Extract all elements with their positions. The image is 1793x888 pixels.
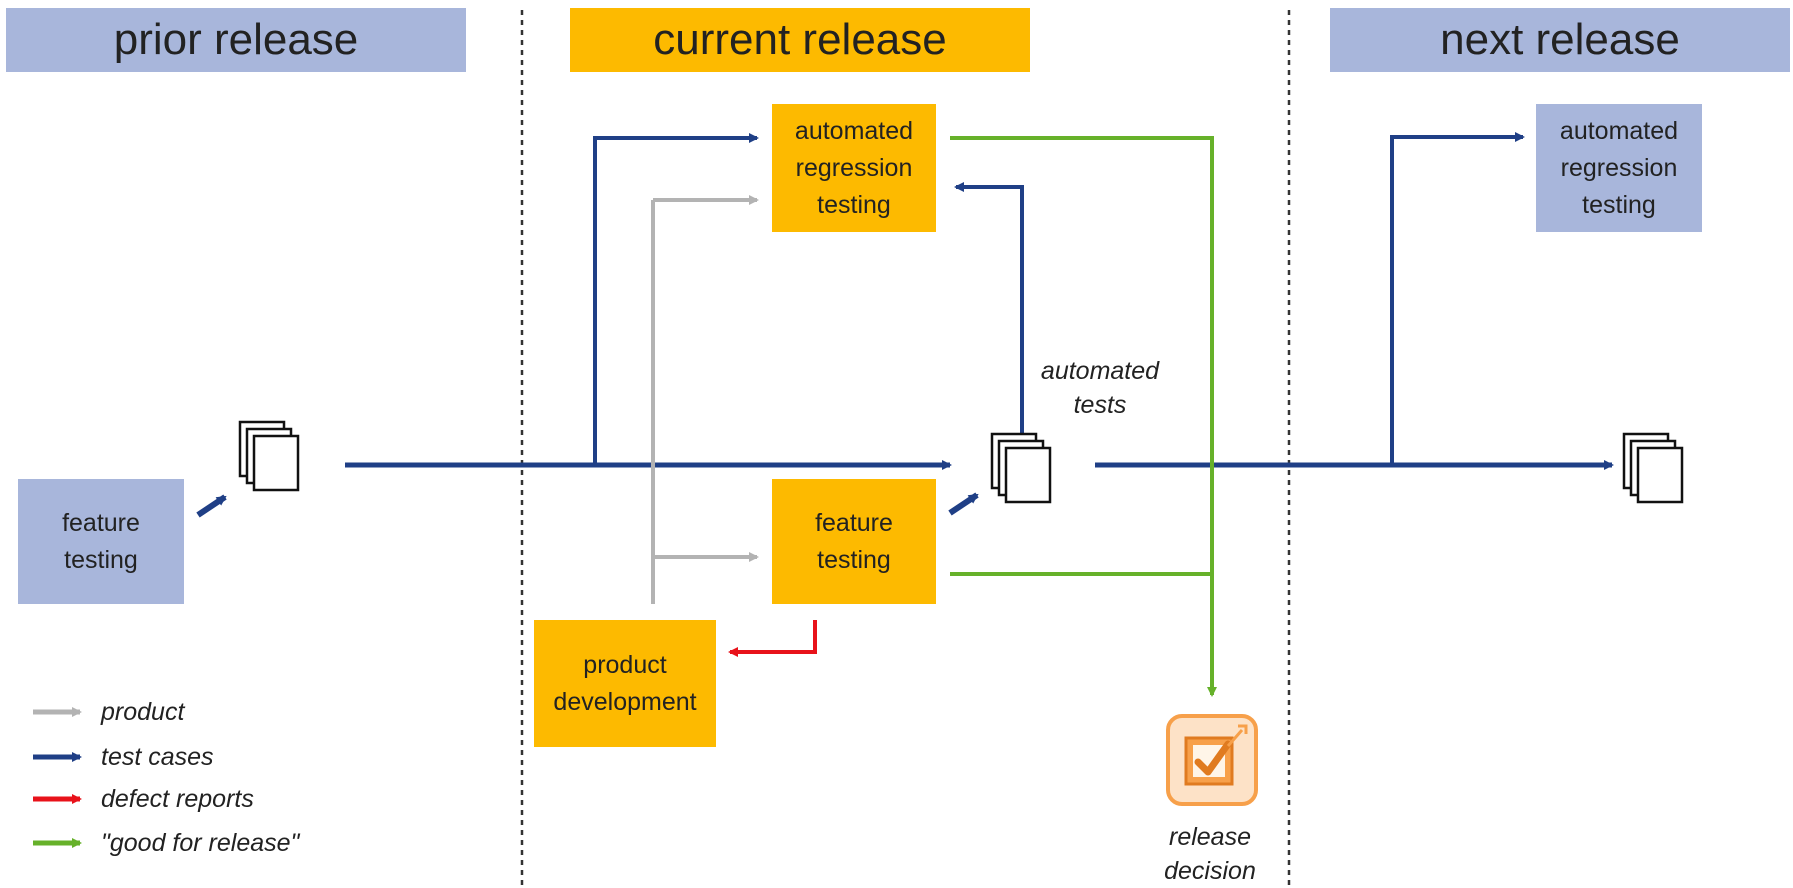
legend-label: test cases [101, 742, 214, 771]
arrow-tests-to-regression [593, 133, 759, 465]
legend-label: "good for release" [101, 828, 300, 857]
annotation-line: release [1169, 823, 1251, 851]
legend-item-product: product [85, 697, 184, 727]
document-stack-icon [1622, 432, 1684, 504]
legend-item-defect-reports: defect reports [85, 784, 254, 814]
box-current-feature-testing: feature testing [772, 479, 936, 604]
header-prior-release: prior release [6, 8, 466, 72]
annotation-release-decision: release decision [1140, 820, 1280, 888]
box-line: regression [795, 153, 913, 182]
annotation-automated-tests: automated tests [1030, 354, 1170, 422]
legend-item-test-cases: test cases [85, 742, 214, 772]
box-line: automated [794, 116, 914, 145]
box-line: testing [817, 545, 891, 574]
annotation-line: decision [1164, 857, 1256, 885]
arrow-small-prior [196, 494, 227, 518]
box-line: feature [815, 508, 893, 537]
box-line: regression [1560, 153, 1678, 182]
arrow-automated-tests [954, 182, 1024, 438]
box-line: development [553, 687, 697, 716]
header-next-release: next release [1330, 8, 1790, 72]
checkbox-decision-icon [1166, 714, 1258, 806]
annotation-line: automated [1040, 357, 1160, 385]
annotation-line: tests [1073, 391, 1127, 419]
document-stack-icon [238, 420, 300, 492]
legend-item-good-for-release: "good for release" [85, 828, 299, 858]
legend-label: defect reports [101, 784, 254, 813]
legend-label: product [101, 697, 185, 726]
arrow-next-regression [1390, 132, 1525, 465]
box-prior-feature-testing: feature testing [18, 479, 184, 604]
box-line: product [583, 650, 667, 679]
box-line: testing [64, 545, 138, 574]
box-product-development: product development [534, 620, 716, 747]
box-current-automated-regression: automated regression testing [772, 104, 936, 232]
box-line: testing [1582, 190, 1656, 219]
box-line: automated [1559, 116, 1679, 145]
arrow-good-regression [950, 136, 1217, 697]
arrow-defect-reports [728, 620, 817, 657]
header-current-release: current release [570, 8, 1030, 72]
document-stack-icon [990, 432, 1052, 504]
box-next-automated-regression: automated regression testing [1536, 104, 1702, 232]
box-line: feature [62, 508, 140, 537]
box-line: testing [817, 190, 891, 219]
arrow-small-current [948, 492, 979, 516]
